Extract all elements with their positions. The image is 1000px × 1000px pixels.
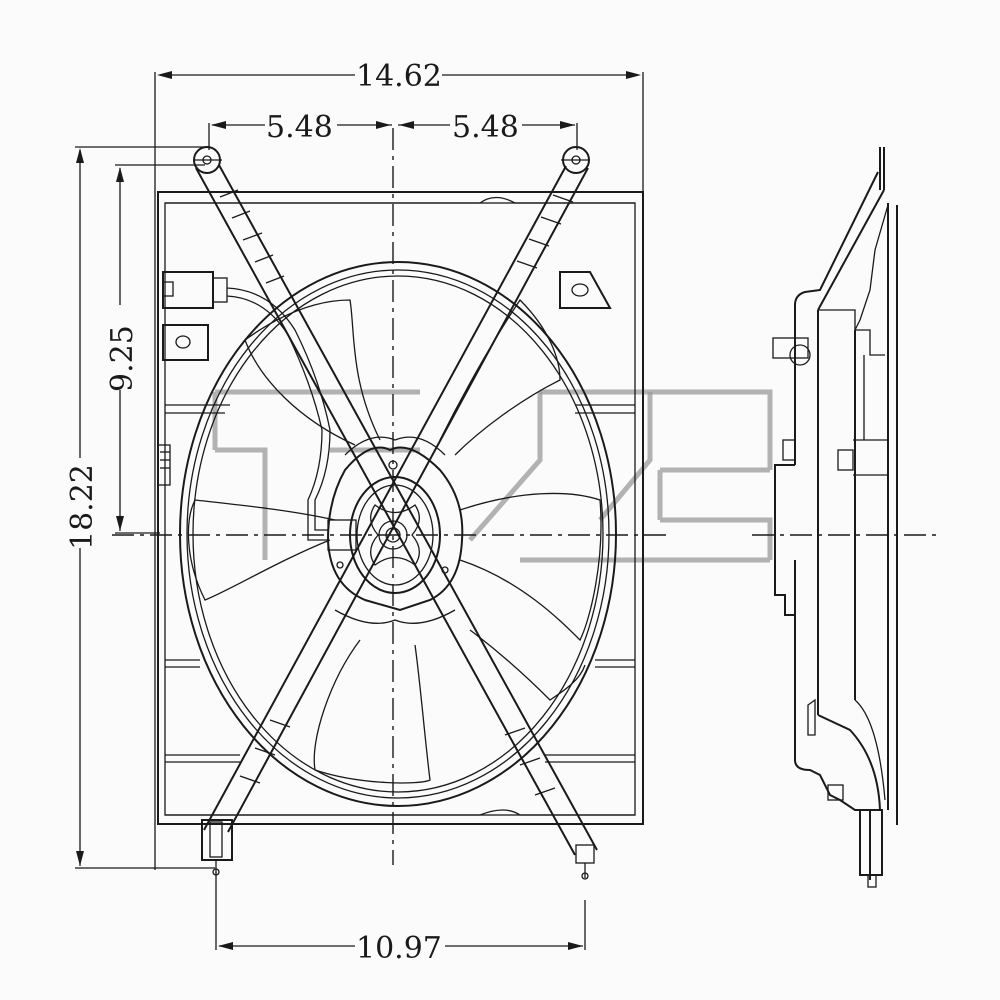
brace-right-upper-to-left-lower: [201, 146, 590, 876]
electrical-connector: [162, 271, 228, 309]
dimension-overall-height: 18.22: [65, 146, 215, 869]
center-lines: [112, 128, 940, 865]
wiring-harness: [226, 287, 331, 541]
dim-lower-spacing-label: 10.97: [356, 931, 442, 966]
dim-overall-width-label: 14.62: [356, 59, 442, 94]
motor-hub: [326, 436, 464, 624]
side-view: [772, 147, 898, 888]
mounting-tab-right: [559, 271, 612, 309]
dimension-left-mount-offset: 5.48: [208, 110, 392, 150]
brace-left-upper-to-right-lower: [193, 146, 598, 880]
fan-shroud-ring: [179, 261, 617, 807]
mounting-tab-left: [162, 324, 209, 361]
shroud-frame: [157, 191, 644, 825]
watermark-logo: [212, 389, 773, 563]
dim-upper-mount-label: 9.25: [105, 325, 140, 392]
front-view: [157, 146, 644, 880]
dimension-right-mount-offset: 5.48: [398, 110, 578, 150]
dimension-upper-mount-height: 9.25: [105, 164, 205, 534]
dim-left-offset-label: 5.48: [266, 110, 333, 145]
dim-right-offset-label: 5.48: [452, 110, 519, 145]
dimension-lower-mount-spacing: 10.97: [215, 872, 586, 966]
dim-overall-height-label: 18.22: [65, 464, 100, 550]
dimension-overall-width: 14.62: [154, 59, 644, 870]
